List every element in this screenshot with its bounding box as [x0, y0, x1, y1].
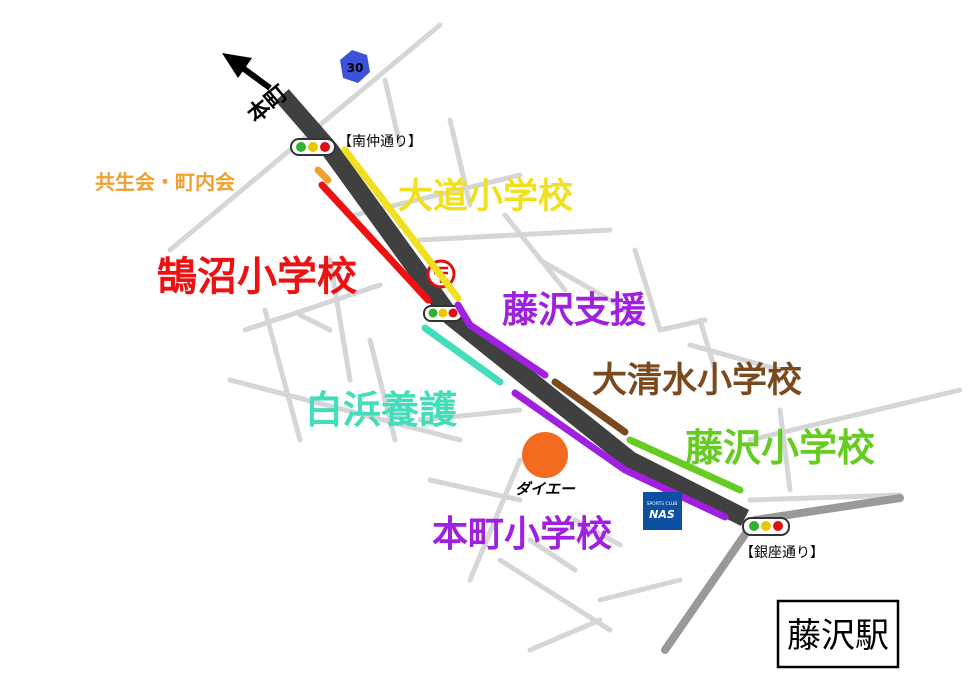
major-roads: [661, 494, 904, 654]
direction-label: 本町: [243, 81, 293, 128]
zone-segment-kugenuma: [318, 181, 432, 304]
zone-label-kugenuma: 鵠沼小学校: [157, 254, 357, 300]
zone-label-honmachi: 本町小学校: [432, 513, 612, 555]
zone-segment-oshimizu: [551, 378, 629, 436]
zone-label-shirahama: 白浜養護: [305, 388, 458, 432]
background-streets: [167, 22, 963, 653]
nas-main-label: NAS: [649, 508, 675, 521]
daiei-label: ダイエー: [515, 480, 576, 498]
intersection-label-north: 【南仲通り】: [338, 134, 422, 150]
station-box: 藤沢駅: [776, 599, 900, 669]
zone-segments: [314, 146, 744, 521]
route-number: 30: [347, 61, 364, 75]
zone-segment-kyoseikai: [314, 166, 332, 184]
traffic-light-icon: [423, 305, 463, 322]
zone-segment-fujisawa-shien: [454, 301, 549, 379]
nas-logo: SPORTS CLUB NAS: [643, 492, 682, 530]
north-arrow-icon: [222, 53, 272, 91]
zone-segment-shirahama: [421, 324, 504, 386]
daiei-logo: ダイエー: [515, 432, 576, 498]
zone-label-oshimizu: 大清水小学校: [592, 360, 802, 401]
zone-label-fujisawa: 藤沢小学校: [685, 426, 875, 470]
zone-segment-honmachi: [511, 389, 729, 521]
zone-label-kyoseikai: 共生会・町内会: [95, 170, 235, 194]
zone-label-daido: 大道小学校: [398, 176, 573, 217]
traffic-light-icon: [290, 138, 336, 156]
station-label: 藤沢駅: [787, 616, 889, 656]
zone-segment-fujisawa: [626, 436, 744, 494]
zone-segment-daido: [341, 146, 462, 302]
intersection-label-south: 【銀座通り】: [740, 545, 824, 561]
route-shield-icon: 30: [340, 50, 370, 83]
nas-top-label: SPORTS CLUB: [647, 501, 678, 507]
zone-label-fujisawa-shien: 藤沢支援: [502, 290, 647, 331]
traffic-light-icon: [742, 517, 790, 536]
